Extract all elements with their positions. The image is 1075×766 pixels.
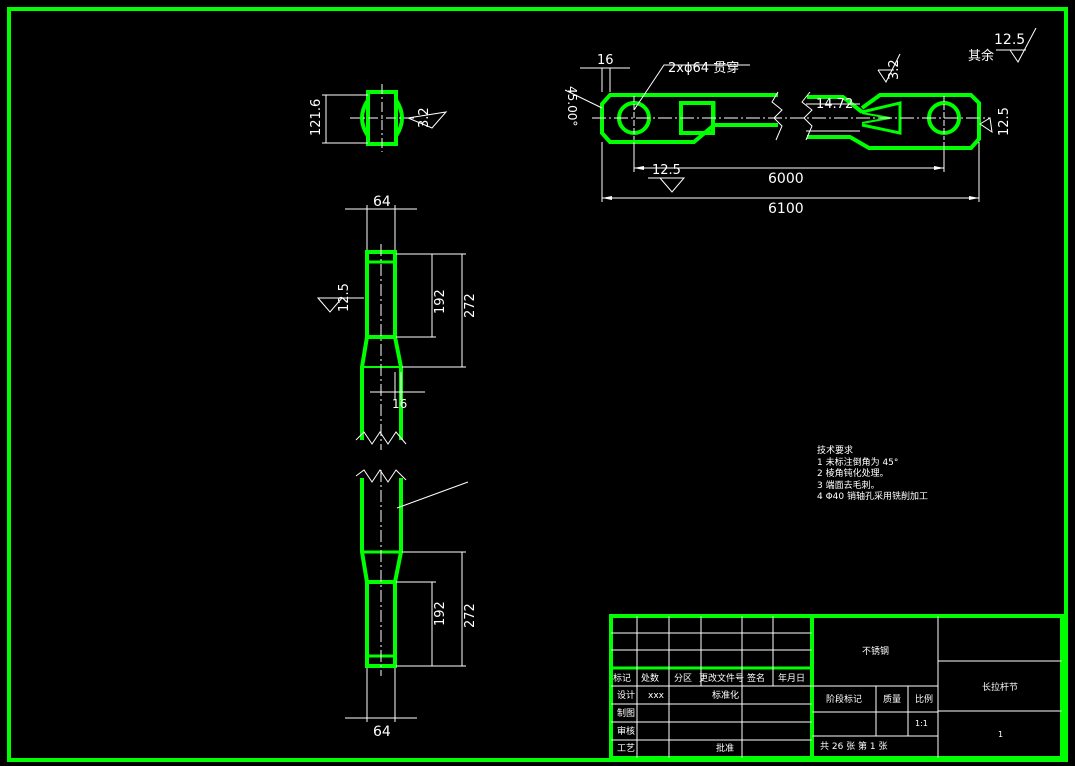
tb-sheets: 共 26 张 第 1 张: [820, 742, 888, 752]
tb-gongyi: 工艺: [617, 744, 636, 754]
tb-shenhe: 审核: [617, 727, 636, 737]
other-value: 12.5: [994, 32, 1025, 48]
dim-192-top: 192: [433, 289, 448, 314]
dim-272-bottom: 272: [463, 603, 478, 628]
chamfer-dim: 45.00°: [565, 86, 579, 126]
tb-header-biaoji: 标记: [613, 674, 632, 684]
dim-272-top: 272: [463, 293, 478, 318]
dim-6100: 6100: [768, 201, 804, 217]
end-view: [322, 84, 448, 152]
tb-header-fenqu: 分区: [674, 674, 693, 684]
tb-sheji-name: xxx: [648, 691, 664, 701]
dim-12-5-a: 12.5: [652, 163, 681, 178]
tb-scale: 1:1: [915, 719, 928, 728]
tb-bili: 比例: [915, 695, 934, 705]
tb-header-qianming: 签名: [747, 674, 766, 684]
dim-16-top: 16: [597, 53, 614, 68]
tb-jieduan: 阶段标记: [826, 695, 863, 705]
dim-121-6: 121.6: [309, 99, 324, 136]
tb-pizhun: 批准: [716, 744, 735, 754]
tb-drawing-no: 1: [998, 730, 1004, 739]
tb-header-chushu: 处数: [641, 674, 660, 684]
tb-zhiliang: 质量: [883, 695, 902, 705]
note-item: 4 Φ40 销轴孔采用铣削加工: [817, 492, 928, 502]
side-view: [316, 205, 469, 722]
top-view: [564, 27, 1037, 202]
tb-header-date: 年月日: [778, 674, 806, 684]
tb-header-genggai: 更改文件号: [699, 674, 745, 684]
note-item: 2 棱角钝化处理。: [817, 469, 889, 479]
dim-6000: 6000: [768, 171, 804, 187]
tb-sheji: 设计: [617, 691, 636, 701]
title-block-frame: [609, 614, 1064, 760]
dim-16-mid: 16: [392, 397, 407, 411]
rough-3-2-side: 3.2: [417, 107, 432, 128]
dim-64-top: 64: [373, 194, 391, 210]
sheet-border: [7, 7, 1068, 762]
dim-14-72: 14.72: [816, 97, 853, 112]
dim-64-bottom: 64: [373, 724, 391, 740]
other-label: 其余: [968, 48, 994, 64]
rough-12-5-right: 12.5: [997, 107, 1012, 136]
notes-title: 技术要求: [817, 446, 854, 456]
rough-12-5-left: 12.5: [337, 283, 352, 312]
technical-notes: 技术要求 1 未标注倒角为 45° 2 棱角钝化处理。 3 端面去毛刺。 4 Φ…: [817, 446, 928, 504]
dim-192-bottom: 192: [433, 601, 448, 626]
note-item: 1 未标注倒角为 45°: [817, 457, 899, 468]
tb-part-name: 长拉杆节: [982, 683, 1019, 693]
tb-biaozhunhua: 标准化: [712, 691, 740, 701]
holes-callout: 2xϕ64 贯穿: [668, 60, 739, 76]
rough-3-2-top: 3.2: [887, 59, 902, 80]
tb-material: 不锈钢: [862, 647, 890, 657]
tb-zhitu: 制图: [617, 709, 636, 719]
note-item: 3 端面去毛刺。: [817, 480, 880, 491]
